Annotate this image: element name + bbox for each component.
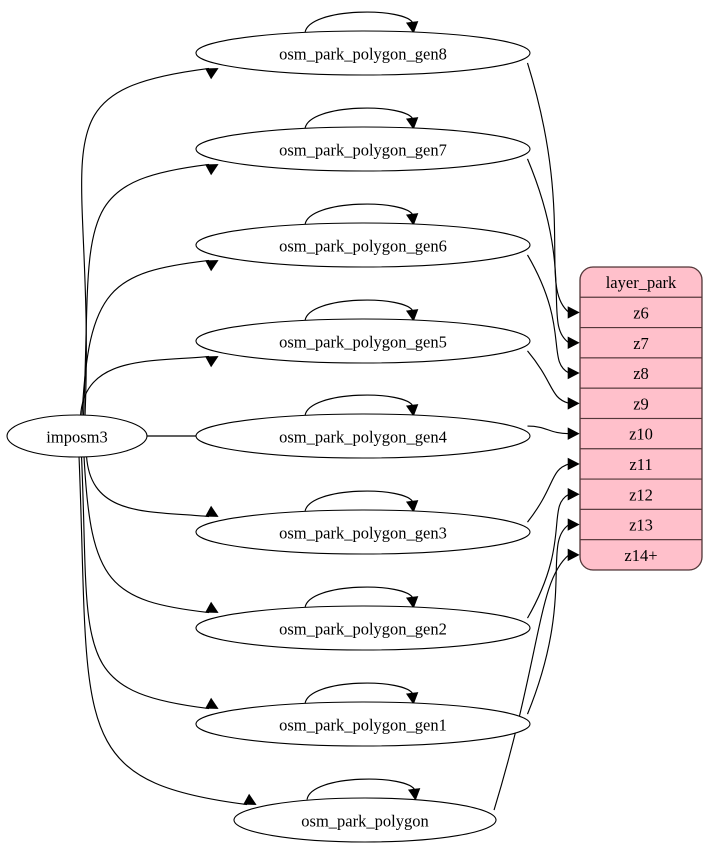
arrowhead-gen3-to-z11 xyxy=(567,457,580,471)
arrowhead-gen7-to-z7 xyxy=(567,336,580,349)
edge-gen8-to-z6 xyxy=(526,62,570,313)
node-label-gen2: osm_park_polygon_gen2 xyxy=(279,620,447,639)
edge-base-to-z14+ xyxy=(493,554,570,811)
node-label-gen4: osm_park_polygon_gen4 xyxy=(279,428,447,447)
self-loop-arrowhead-gen6 xyxy=(405,213,419,226)
table-row-label: z7 xyxy=(633,334,649,353)
node-label-base: osm_park_polygon xyxy=(301,812,428,831)
arrowhead-imposm3-to-gen3 xyxy=(205,505,219,517)
table-row-label: z14+ xyxy=(624,546,657,565)
node-gen8[interactable] xyxy=(195,30,531,76)
edge-gen7-to-z7 xyxy=(526,158,570,344)
self-loop-arrowhead-gen1 xyxy=(405,692,419,705)
self-loop-edge-gen8 xyxy=(304,11,414,33)
edge-imposm3-to-gen1 xyxy=(80,455,210,710)
node-gen4[interactable] xyxy=(195,413,531,459)
table-row-z8[interactable] xyxy=(580,357,702,389)
edge-imposm3-to-gen8 xyxy=(81,67,210,417)
self-loop-edge-gen6 xyxy=(304,203,414,225)
table-row-label: z9 xyxy=(633,394,649,413)
self-loop-arrowhead-gen8 xyxy=(405,21,419,34)
table-row-z11[interactable] xyxy=(580,448,702,480)
node-gen7[interactable] xyxy=(195,126,531,172)
table-row-z12[interactable] xyxy=(580,478,702,510)
node-label-gen6: osm_park_polygon_gen6 xyxy=(279,237,447,256)
node-label-gen7: osm_park_polygon_gen7 xyxy=(279,141,447,160)
self-loop-edge-base xyxy=(306,778,416,800)
table-row-label: z8 xyxy=(633,364,649,383)
edge-gen6-to-z8 xyxy=(526,254,570,374)
node-base[interactable] xyxy=(233,797,497,843)
arrowhead-gen1-to-z13 xyxy=(567,518,580,531)
table-row-label: z13 xyxy=(629,516,653,535)
ellipse-nodes: osm_park_polygon_gen8 osm_park_polygon_ge… xyxy=(195,30,531,843)
node-gen2[interactable] xyxy=(195,605,531,651)
table-row-label: z10 xyxy=(629,425,653,444)
table-header-label: layer_park xyxy=(606,273,677,292)
table-row-label: z11 xyxy=(629,455,652,474)
node-gen1[interactable] xyxy=(195,701,531,747)
edges-to-layer-park xyxy=(493,62,580,811)
node-gen6[interactable] xyxy=(195,222,531,268)
self-loop-edge-gen3 xyxy=(304,490,414,512)
self-loop-edge-gen1 xyxy=(304,682,414,704)
edges-self-loops xyxy=(304,11,421,801)
self-loop-arrowhead-base xyxy=(407,788,421,801)
self-loop-edge-gen2 xyxy=(304,586,414,608)
imposm3-node: imposm3 xyxy=(6,414,148,458)
arrowhead-gen2-to-z12 xyxy=(567,488,580,501)
node-imposm3[interactable] xyxy=(6,414,148,458)
edge-gen4-to-z10 xyxy=(527,425,570,435)
arrowhead-gen8-to-z6 xyxy=(567,306,580,319)
arrowhead-imposm3-to-base xyxy=(243,793,257,805)
edge-imposm3-to-gen3 xyxy=(85,455,210,518)
self-loop-arrowhead-gen5 xyxy=(405,309,419,322)
node-gen5[interactable] xyxy=(195,318,531,364)
arrowhead-gen6-to-z8 xyxy=(567,366,580,380)
edge-imposm3-to-gen7 xyxy=(82,163,210,417)
self-loop-arrowhead-gen3 xyxy=(405,500,419,513)
edge-imposm3-to-gen6 xyxy=(81,259,210,417)
table-row-z6[interactable] xyxy=(580,296,702,329)
arrowhead-imposm3-to-gen6 xyxy=(205,260,219,272)
node-label-imposm3: imposm3 xyxy=(46,428,107,447)
self-loop-arrowhead-gen7 xyxy=(405,117,419,130)
arrowhead-imposm3-to-gen2 xyxy=(205,601,219,613)
arrowhead-imposm3-to-gen7 xyxy=(205,164,219,176)
table-row-z9[interactable] xyxy=(580,387,702,420)
table-row-label: z12 xyxy=(629,485,653,504)
edge-gen3-to-z11 xyxy=(527,463,570,523)
arrowhead-base-to-z14+ xyxy=(567,548,580,562)
edge-gen5-to-z9 xyxy=(527,350,570,404)
arrowhead-imposm3-to-gen1 xyxy=(205,697,219,709)
edge-imposm3-to-base xyxy=(78,455,248,806)
self-loop-edge-gen4 xyxy=(304,394,414,416)
node-label-gen3: osm_park_polygon_gen3 xyxy=(279,524,447,543)
table-row-label: z6 xyxy=(633,303,649,322)
node-label-gen5: osm_park_polygon_gen5 xyxy=(279,333,447,352)
arrowhead-imposm3-to-gen8 xyxy=(205,68,219,80)
table-header-cell xyxy=(580,267,702,298)
arrowhead-gen5-to-z9 xyxy=(567,397,580,410)
self-loop-edge-gen7 xyxy=(304,107,414,129)
edge-imposm3-to-gen5 xyxy=(79,355,210,417)
self-loop-arrowhead-gen2 xyxy=(405,596,419,609)
table-border xyxy=(579,266,703,571)
self-loop-edge-gen5 xyxy=(304,299,414,321)
edge-gen1-to-z13 xyxy=(526,524,570,715)
layer-park-table: layer_park z6 z7 z8 z9 z10 z11 z12 z13 z14+ xyxy=(579,266,703,571)
arrowhead-gen4-to-z10 xyxy=(567,427,580,440)
arrowhead-imposm3-to-gen5 xyxy=(205,356,219,368)
node-label-gen1: osm_park_polygon_gen1 xyxy=(279,716,447,735)
node-label-gen8: osm_park_polygon_gen8 xyxy=(279,45,447,64)
edge-imposm3-to-gen2 xyxy=(83,455,210,614)
table-row-z14+[interactable] xyxy=(580,539,702,570)
edge-gen2-to-z12 xyxy=(526,493,570,619)
self-loop-arrowhead-gen4 xyxy=(405,404,419,417)
node-gen3[interactable] xyxy=(195,509,531,555)
